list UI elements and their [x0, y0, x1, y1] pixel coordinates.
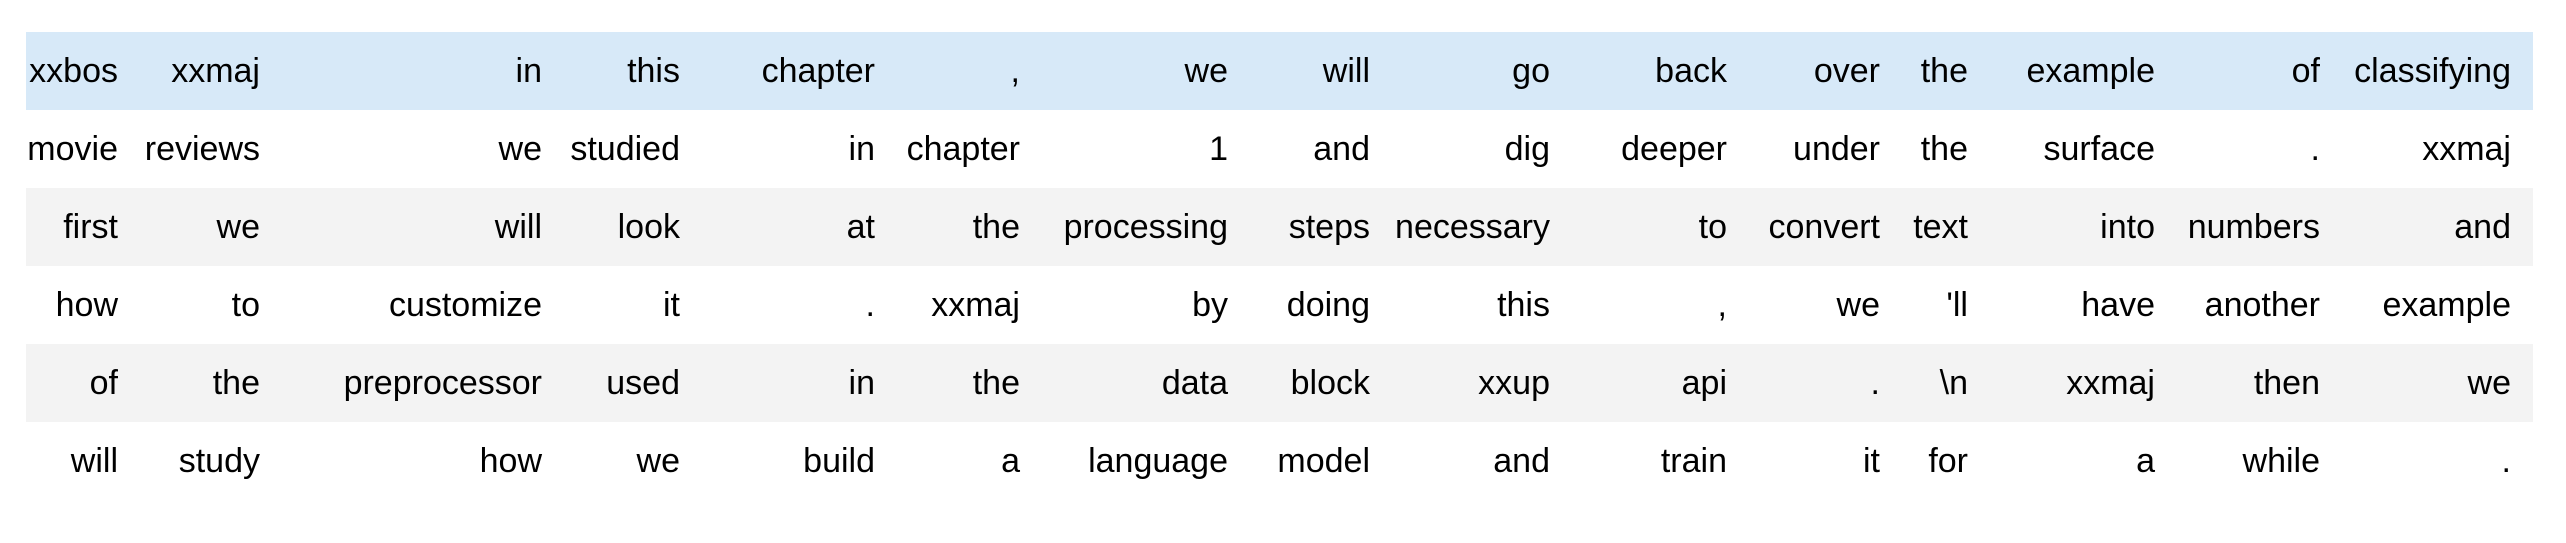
token-cell: text [1902, 188, 1990, 266]
token-cell: build [803, 441, 875, 480]
token-cell: the [1920, 129, 1968, 168]
token-cell: a [2136, 441, 2155, 480]
token-cell: it [1863, 441, 1880, 480]
token-cell: we [2342, 344, 2533, 422]
token-cell: then [2177, 344, 2342, 422]
token-cell: and [1493, 441, 1550, 480]
token-cell: , [1717, 285, 1727, 324]
token-cell: train [1660, 441, 1727, 480]
token-cell: 'll [1946, 285, 1968, 324]
token-cell: under [1793, 129, 1880, 168]
token-cell: xxmaj [140, 32, 282, 110]
token-cell: . [865, 285, 875, 324]
token-cell: xxmaj [2422, 129, 2511, 168]
token-cell: this [564, 32, 702, 110]
token-cell: example [2382, 285, 2511, 324]
token-cell: we [140, 188, 282, 266]
token-cell: , [897, 32, 1042, 110]
token-cell: the [1902, 32, 1990, 110]
token-cell: this [1497, 285, 1550, 324]
token-cell: in [282, 32, 564, 110]
token-cell: the [897, 188, 1042, 266]
token-cell: of [2177, 32, 2342, 110]
token-cell: at [702, 188, 897, 266]
token-row: how to customize it. xxmaj by doing this, we 'll h… [26, 266, 2533, 344]
token-cell: convert [1749, 188, 1902, 266]
token-cell: movie [27, 129, 118, 168]
token-cell: . [1749, 344, 1902, 422]
token-cell: preprocessor [282, 344, 564, 422]
token-cell: go [1392, 32, 1572, 110]
token-row: will study how we build a language model and trai… [26, 422, 2533, 500]
token-cell: first [26, 188, 140, 266]
token-cell: for [1928, 441, 1968, 480]
token-cell: and [2342, 188, 2533, 266]
token-cell: processing [1042, 188, 1250, 266]
token-cell: reviews [144, 129, 260, 168]
token-cell: will [1250, 32, 1392, 110]
token-cell: customize [388, 285, 542, 324]
token-cell: xxup [1392, 344, 1572, 422]
token-cell: the [140, 344, 282, 422]
token-cell: example [1990, 32, 2177, 110]
token-cell: of [26, 344, 140, 422]
token-cell: back [1572, 32, 1749, 110]
token-cell: over [1749, 32, 1902, 110]
token-cell: we [498, 129, 542, 168]
token-cell: deeper [1621, 129, 1727, 168]
token-cell: 1 [1209, 129, 1228, 168]
token-cell: into [1990, 188, 2177, 266]
token-cell: block [1250, 344, 1392, 422]
token-cell: steps [1250, 188, 1392, 266]
token-cell: chapter [702, 32, 897, 110]
token-cell: we [636, 441, 680, 480]
token-cell: we [1836, 285, 1880, 324]
token-cell: by [1192, 285, 1228, 324]
token-cell: look [564, 188, 702, 266]
token-cell: and [1313, 129, 1370, 168]
token-cell: model [1277, 441, 1370, 480]
token-cell: will [70, 441, 118, 480]
token-cell: xxbos [26, 32, 140, 110]
token-cell: a [1001, 441, 1020, 480]
token-cell: xxmaj [1990, 344, 2177, 422]
token-cell: chapter [906, 129, 1020, 168]
token-cell: . [2501, 441, 2511, 480]
token-cell: classifying [2342, 32, 2533, 110]
token-cell: we [1042, 32, 1250, 110]
token-cell: surface [2043, 129, 2156, 168]
token-cell: in [848, 129, 875, 168]
token-cell: used [564, 344, 702, 422]
token-cell: language [1088, 441, 1228, 480]
token-cell: api [1572, 344, 1749, 422]
token-cell: how [55, 285, 118, 324]
token-cell: . [2310, 129, 2320, 168]
token-cell: numbers [2177, 188, 2342, 266]
token-cell: doing [1286, 285, 1370, 324]
token-cell: studied [570, 129, 680, 168]
token-cell: another [2204, 285, 2320, 324]
token-cell: to [231, 285, 260, 324]
token-cell: necessary [1392, 188, 1572, 266]
token-cell: while [2242, 441, 2320, 480]
token-cell: dig [1504, 129, 1550, 168]
token-cell: xxmaj [931, 285, 1020, 324]
token-cell: will [282, 188, 564, 266]
token-row: movie reviews we studied in chapter 1 and dig dee… [26, 110, 2533, 188]
token-cell: \n [1902, 344, 1990, 422]
token-cell: study [178, 441, 260, 480]
token-cell: in [702, 344, 897, 422]
token-cell: data [1042, 344, 1250, 422]
token-cell: the [897, 344, 1042, 422]
token-cell: it [663, 285, 680, 324]
token-cell: have [2081, 285, 2155, 324]
token-cell: to [1572, 188, 1749, 266]
token-cell: how [479, 441, 542, 480]
